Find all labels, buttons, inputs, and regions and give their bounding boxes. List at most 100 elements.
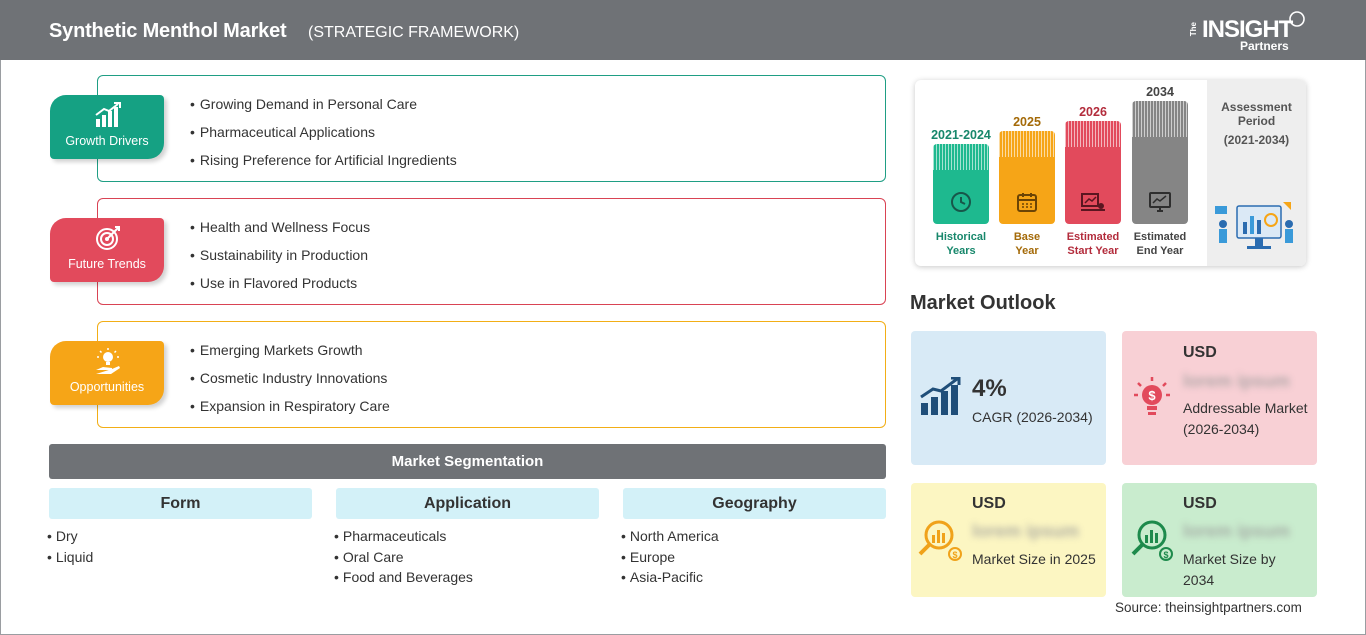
list-item: Liquid [47, 548, 312, 569]
source-text: Source: theinsightpartners.com [1115, 600, 1302, 615]
page-subtitle: (STRATEGIC FRAMEWORK) [308, 24, 520, 41]
list-item: Cosmetic Industry Innovations [190, 369, 390, 397]
timeline-label: Years [946, 245, 976, 257]
cagr-card: 4% CAGR (2026-2034) [911, 331, 1106, 465]
insight-partners-logo[interactable]: The INSIGHT Partners [1189, 10, 1320, 54]
future-trends-panel: Health and Wellness Focus Sustainability… [97, 198, 886, 305]
logo-partners: Partners [1240, 39, 1289, 53]
svg-text:$: $ [1148, 388, 1156, 403]
size-2025-currency: USD [972, 495, 1006, 512]
calendar-icon [1017, 193, 1037, 212]
future-trends-badge: Future Trends [50, 218, 164, 282]
timeline-label: Start Year [1067, 245, 1119, 257]
opportunities-panel: Emerging Markets Growth Cosmetic Industr… [97, 321, 886, 428]
timeline-year: 2021-2024 [931, 128, 991, 142]
analytics-people-icon [1215, 202, 1293, 249]
market-outlook-title: Market Outlook [910, 292, 1056, 314]
bar-stripes [1132, 101, 1188, 137]
list-item: Asia-Pacific [621, 568, 886, 589]
growth-drivers-panel: Growing Demand in Personal Care Pharmace… [97, 75, 886, 182]
timeline-label: Historical [935, 231, 987, 243]
list-item: Use in Flavored Products [190, 274, 370, 302]
market-size-2025-card: $ USD lorem ipsum Market Size in 2025 [911, 483, 1106, 597]
list-item: Sustainability in Production [190, 246, 370, 274]
timeline-year: 2026 [1079, 105, 1107, 119]
logo-the: The [1189, 22, 1198, 37]
segment-heading: Geography [623, 488, 886, 519]
logo-swoosh-icon [1289, 11, 1305, 27]
timeline-bar [1132, 101, 1188, 224]
svg-text:$: $ [952, 550, 957, 560]
header-bar: Synthetic Menthol Market (STRATEGIC FRAM… [0, 0, 1366, 60]
future-trends-list: Health and Wellness Focus Sustainability… [190, 218, 370, 302]
bar-stripes [999, 131, 1055, 157]
target-icon [96, 226, 120, 250]
timeline-year: 2034 [1146, 85, 1174, 99]
idea-dollar-icon: $ [1134, 377, 1170, 415]
market-size-2034-card: $ USD lorem ipsum Market Size by 2034 [1122, 483, 1317, 597]
lightbulb-hand-icon [96, 348, 120, 374]
size-2034-value: lorem ipsum [1183, 521, 1291, 541]
segment-form: Form Dry Liquid [49, 488, 312, 568]
opportunities-list: Emerging Markets Growth Cosmetic Industr… [190, 341, 390, 425]
history-clock-icon [951, 192, 971, 212]
size-2025-label: Market Size in 2025 [972, 551, 1096, 567]
size-2034-currency: USD [1183, 495, 1217, 512]
opportunities-badge: Opportunities [50, 341, 164, 405]
cagr-value: 4% [972, 375, 1007, 402]
growth-bars-icon [920, 377, 961, 415]
list-item: Europe [621, 548, 886, 569]
timeline-label: Estimated [1133, 231, 1187, 243]
page-title: Synthetic Menthol Market [49, 20, 287, 42]
growth-drivers-badge: Growth Drivers [50, 95, 164, 159]
svg-text:$: $ [1163, 550, 1168, 560]
growth-chart-icon [95, 102, 121, 127]
list-item: Rising Preference for Artificial Ingredi… [190, 151, 457, 179]
timeline-bar [999, 131, 1055, 224]
assessment-period-panel: Assessment Period (2021-2034) [1207, 80, 1306, 266]
addressable-market-card: $ USD lorem ipsum Addressable Market (20… [1122, 331, 1317, 465]
badge-label: Growth Drivers [65, 134, 149, 148]
bar-stripes [1065, 121, 1121, 147]
cagr-label: CAGR (2026-2034) [972, 409, 1093, 425]
timeline-bar [933, 144, 989, 224]
addressable-value: lorem ipsum [1183, 371, 1291, 391]
list-item: Dry [47, 527, 312, 548]
timeline-label: End Year [1136, 245, 1184, 257]
addressable-currency: USD [1183, 344, 1217, 361]
segment-heading: Application [336, 488, 599, 519]
bar-stripes [933, 144, 989, 170]
monitor-chart-icon [1149, 192, 1171, 212]
growth-drivers-list: Growing Demand in Personal Care Pharmace… [190, 95, 457, 179]
presentation-icon [1081, 193, 1105, 211]
list-item: Health and Wellness Focus [190, 218, 370, 246]
timeline-estimated-end: 2034 Estimated End Year [1132, 84, 1188, 257]
list-item: Expansion in Respiratory Care [190, 397, 390, 425]
magnifier-chart-icon: $ [1131, 520, 1173, 561]
timeline-historical: 2021-2024 Historical Years [931, 127, 991, 257]
segment-heading: Form [49, 488, 312, 519]
segment-list: Dry Liquid [47, 527, 312, 568]
badge-label: Opportunities [69, 380, 145, 394]
list-item: Oral Care [334, 548, 599, 569]
segment-application: Application Pharmaceuticals Oral Care Fo… [336, 488, 599, 589]
segment-geography: Geography North America Europe Asia-Paci… [623, 488, 886, 589]
timeline-label: Base [1013, 231, 1041, 243]
assessment-range: (2021-2034) [1223, 133, 1290, 147]
addressable-label: Addressable Market (2026-2034) [1183, 400, 1308, 437]
assessment-label: Assessment Period [1221, 100, 1292, 128]
market-segmentation-bar: Market Segmentation [49, 444, 886, 479]
list-item: Pharmaceutical Applications [190, 123, 457, 151]
size-2034-label: Market Size by 2034 [1183, 551, 1276, 588]
timeline-label: Estimated [1066, 231, 1120, 243]
badge-label: Future Trends [68, 257, 146, 271]
list-item: Growing Demand in Personal Care [190, 95, 457, 123]
timeline-label: Year [1015, 245, 1039, 257]
size-2025-value: lorem ipsum [972, 521, 1080, 541]
timeline-estimated-start: 2026 Estimated Start Year [1065, 104, 1121, 257]
segment-list: Pharmaceuticals Oral Care Food and Bever… [334, 527, 599, 589]
timeline-base: 2025 Base Year [999, 114, 1055, 257]
list-item: Emerging Markets Growth [190, 341, 390, 369]
logo-insight: INSIGHT [1202, 16, 1293, 43]
magnifier-chart-icon: $ [918, 520, 962, 561]
